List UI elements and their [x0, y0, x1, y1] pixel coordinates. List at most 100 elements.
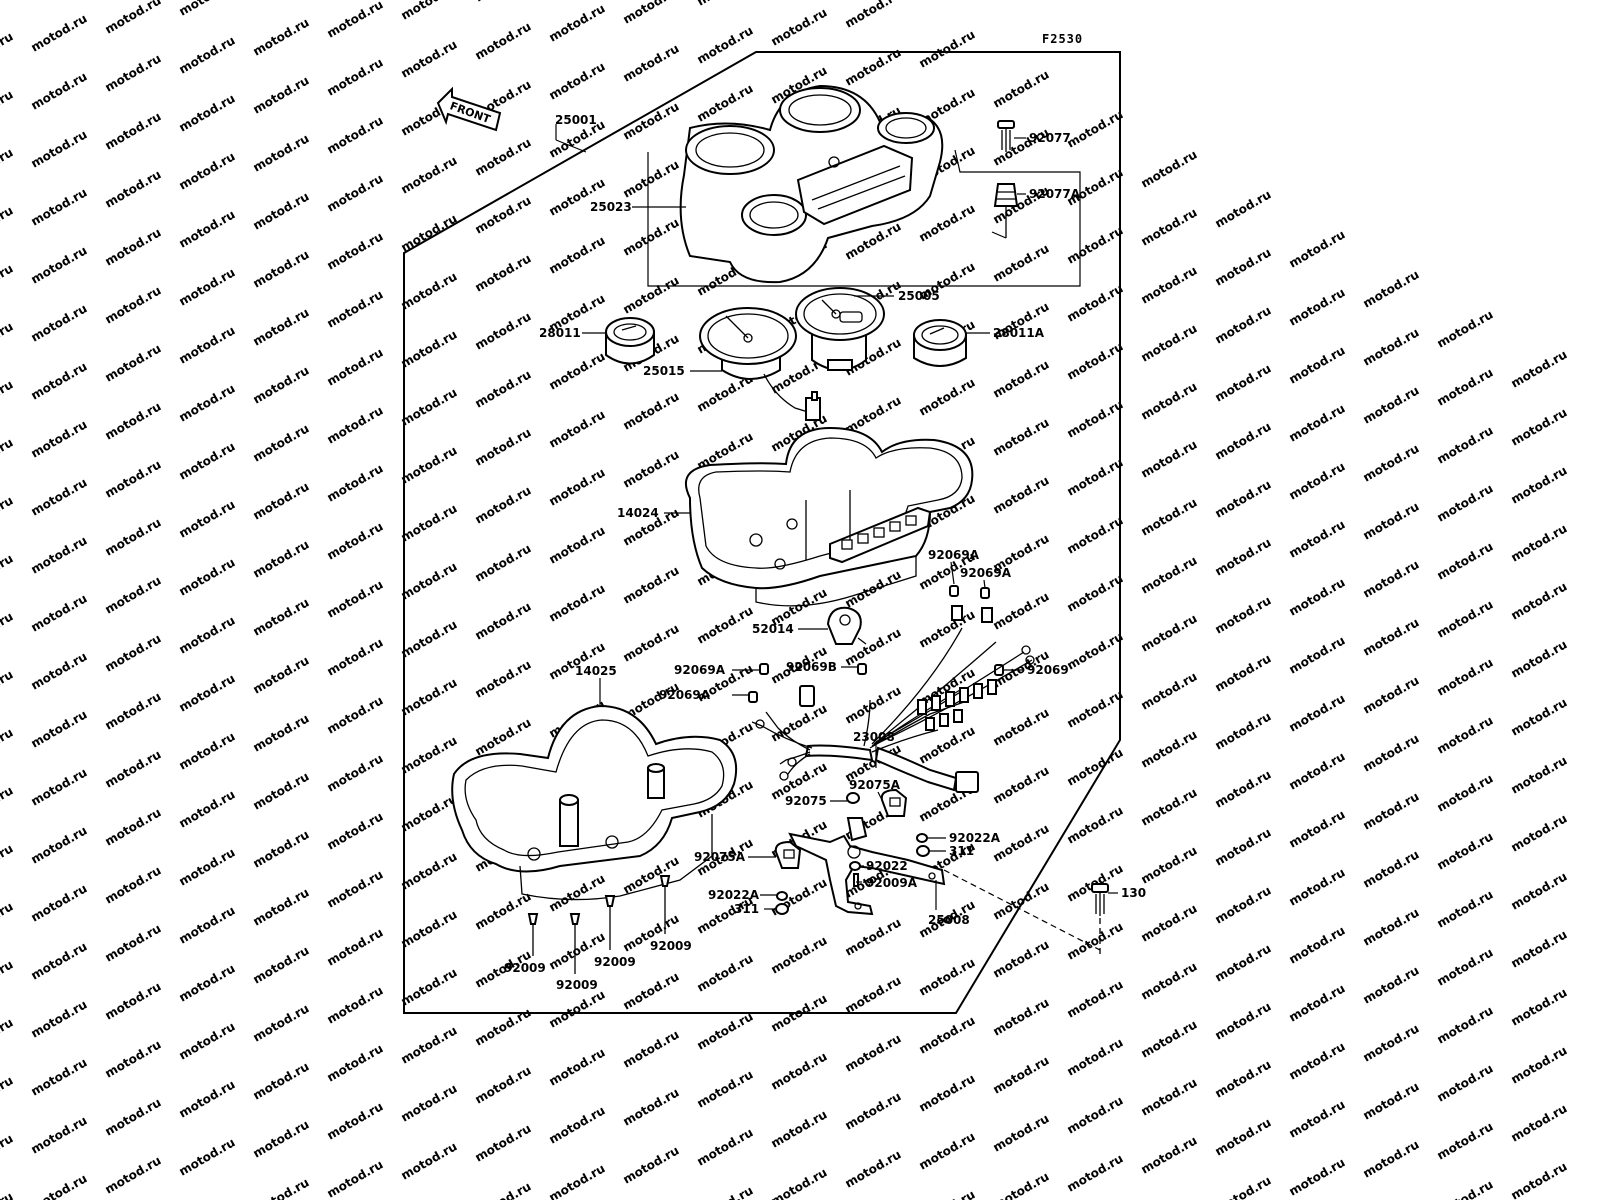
watermark-text: motod.ru	[1065, 281, 1126, 324]
label-92075a-1: 92075A	[849, 778, 901, 792]
watermark-text: motod.ru	[1509, 579, 1570, 622]
watermark-text: motod.ru	[399, 617, 460, 660]
watermark-text: motod.ru	[103, 341, 164, 384]
watermark-text: motod.ru	[1435, 1061, 1496, 1104]
watermark-text: motod.ru	[103, 51, 164, 94]
label-92077: 92077	[1029, 131, 1071, 145]
watermark-text: motod.ru	[177, 149, 238, 192]
watermark-text: motod.ru	[251, 421, 312, 464]
watermark-text: motod.ru	[177, 497, 238, 540]
watermark-text: motod.ru	[325, 55, 386, 98]
watermark-text: motod.ru	[991, 705, 1052, 748]
watermark-text: motod.ru	[103, 283, 164, 326]
watermark-text: motod.ru	[177, 729, 238, 772]
label-52014: 52014	[752, 622, 794, 636]
watermark-text: motod.ru	[325, 867, 386, 910]
watermark-text: motod.ru	[1213, 883, 1274, 926]
watermark-text: motod.ru	[769, 1107, 830, 1150]
watermark-text: motod.ru	[473, 1121, 534, 1164]
watermark-text: motod.ru	[547, 523, 608, 566]
watermark-text: motod.ru	[1213, 303, 1274, 346]
watermark-text: motod.ru	[29, 591, 90, 634]
leader-lines	[555, 124, 1118, 910]
watermark-text: motod.ru	[0, 1189, 15, 1200]
watermark-text: motod.ru	[251, 131, 312, 174]
watermark-text: motod.ru	[1509, 985, 1570, 1028]
watermark-text: motod.ru	[695, 0, 756, 9]
meter-case-lower-14025	[451, 704, 738, 901]
watermark-text: motod.ru	[177, 265, 238, 308]
watermark-text: motod.ru	[843, 915, 904, 958]
watermark-text: motod.ru	[1509, 1159, 1570, 1200]
watermark-text: motod.ru	[0, 841, 15, 884]
watermark-text: motod.ru	[0, 551, 15, 594]
watermark-text: motod.ru	[251, 1117, 312, 1160]
watermark-text: motod.ru	[1361, 383, 1422, 426]
watermark-text: motod.ru	[29, 11, 90, 54]
label-92075: 92075	[785, 794, 827, 808]
watermark-text: motod.ru	[177, 0, 238, 19]
watermark-text: motod.ru	[1139, 727, 1200, 770]
watermark-text: motod.ru	[843, 1147, 904, 1190]
watermark-text: motod.ru	[991, 937, 1052, 980]
watermark-text: motod.ru	[1435, 307, 1496, 350]
watermark-text: motod.ru	[695, 1067, 756, 1110]
watermark-text: motod.ru	[103, 805, 164, 848]
watermark-text: motod.ru	[0, 145, 15, 188]
watermark-text: motod.ru	[103, 921, 164, 964]
label-14024: 14024	[617, 506, 659, 520]
watermark-text: motod.ru	[399, 443, 460, 486]
watermark-text: motod.ru	[325, 0, 386, 41]
watermark-text: motod.ru	[251, 595, 312, 638]
watermark-text: motod.ru	[29, 939, 90, 982]
watermark-text: motod.ru	[177, 33, 238, 76]
label-92009a: 92009A	[866, 876, 918, 890]
watermark-text: motod.ru	[547, 1045, 608, 1088]
watermark-text: motod.ru	[1509, 753, 1570, 796]
watermark-text: motod.ru	[103, 109, 164, 152]
watermark-text: motod.ru	[0, 493, 15, 536]
watermark-text: motod.ru	[0, 29, 15, 72]
watermark-text: motod.ru	[399, 385, 460, 428]
watermark-text: motod.ru	[991, 357, 1052, 400]
watermark-text: motod.ru	[695, 23, 756, 66]
watermark-text: motod.ru	[1361, 267, 1422, 310]
watermark-text: motod.ru	[325, 1041, 386, 1084]
watermark-text: motod.ru	[621, 41, 682, 84]
indicator-gauge-28011a	[913, 319, 967, 367]
watermark-text: motod.ru	[1361, 615, 1422, 658]
label-92009-3: 92009	[594, 955, 636, 969]
grommet-92077a	[993, 183, 1019, 238]
watermark-text: motod.ru	[1361, 325, 1422, 368]
watermark-text: motod.ru	[1139, 321, 1200, 364]
watermark-text: motod.ru	[29, 301, 90, 344]
watermark-text: motod.ru	[1139, 959, 1200, 1002]
watermark-text: motod.ru	[1361, 557, 1422, 600]
watermark-text: motod.ru	[0, 377, 15, 420]
watermark-text: motod.ru	[1065, 803, 1126, 846]
watermark-text: motod.ru	[547, 871, 608, 914]
watermark-text: motod.ru	[1435, 771, 1496, 814]
watermark-text: motod.ru	[1213, 419, 1274, 462]
watermark-text: motod.ru	[695, 1183, 756, 1200]
watermark-text: motod.ru	[1435, 1177, 1496, 1200]
watermark-text: motod.ru	[1287, 517, 1348, 560]
watermark-text: motod.ru	[399, 791, 460, 834]
watermark-text: motod.ru	[29, 69, 90, 112]
watermark-text: motod.ru	[0, 87, 15, 130]
watermark-text: motod.ru	[1139, 553, 1200, 596]
watermark-text: motod.ru	[0, 319, 15, 362]
watermark-text: motod.ru	[1509, 347, 1570, 390]
watermark-text: motod.ru	[991, 415, 1052, 458]
watermark-text: motod.ru	[843, 973, 904, 1016]
watermark-text: motod.ru	[251, 827, 312, 870]
watermark-text: motod.ru	[1435, 945, 1496, 988]
watermark-text: motod.ru	[103, 747, 164, 790]
watermark-text: motod.ru	[399, 965, 460, 1008]
watermark-text: motod.ru	[473, 1179, 534, 1200]
watermark-text: motod.ru	[1361, 789, 1422, 832]
watermark-text: motod.ru	[103, 457, 164, 500]
watermark-text: motod.ru	[473, 483, 534, 526]
watermark-text: motod.ru	[917, 1129, 978, 1172]
watermark-text: motod.ru	[1361, 1079, 1422, 1122]
